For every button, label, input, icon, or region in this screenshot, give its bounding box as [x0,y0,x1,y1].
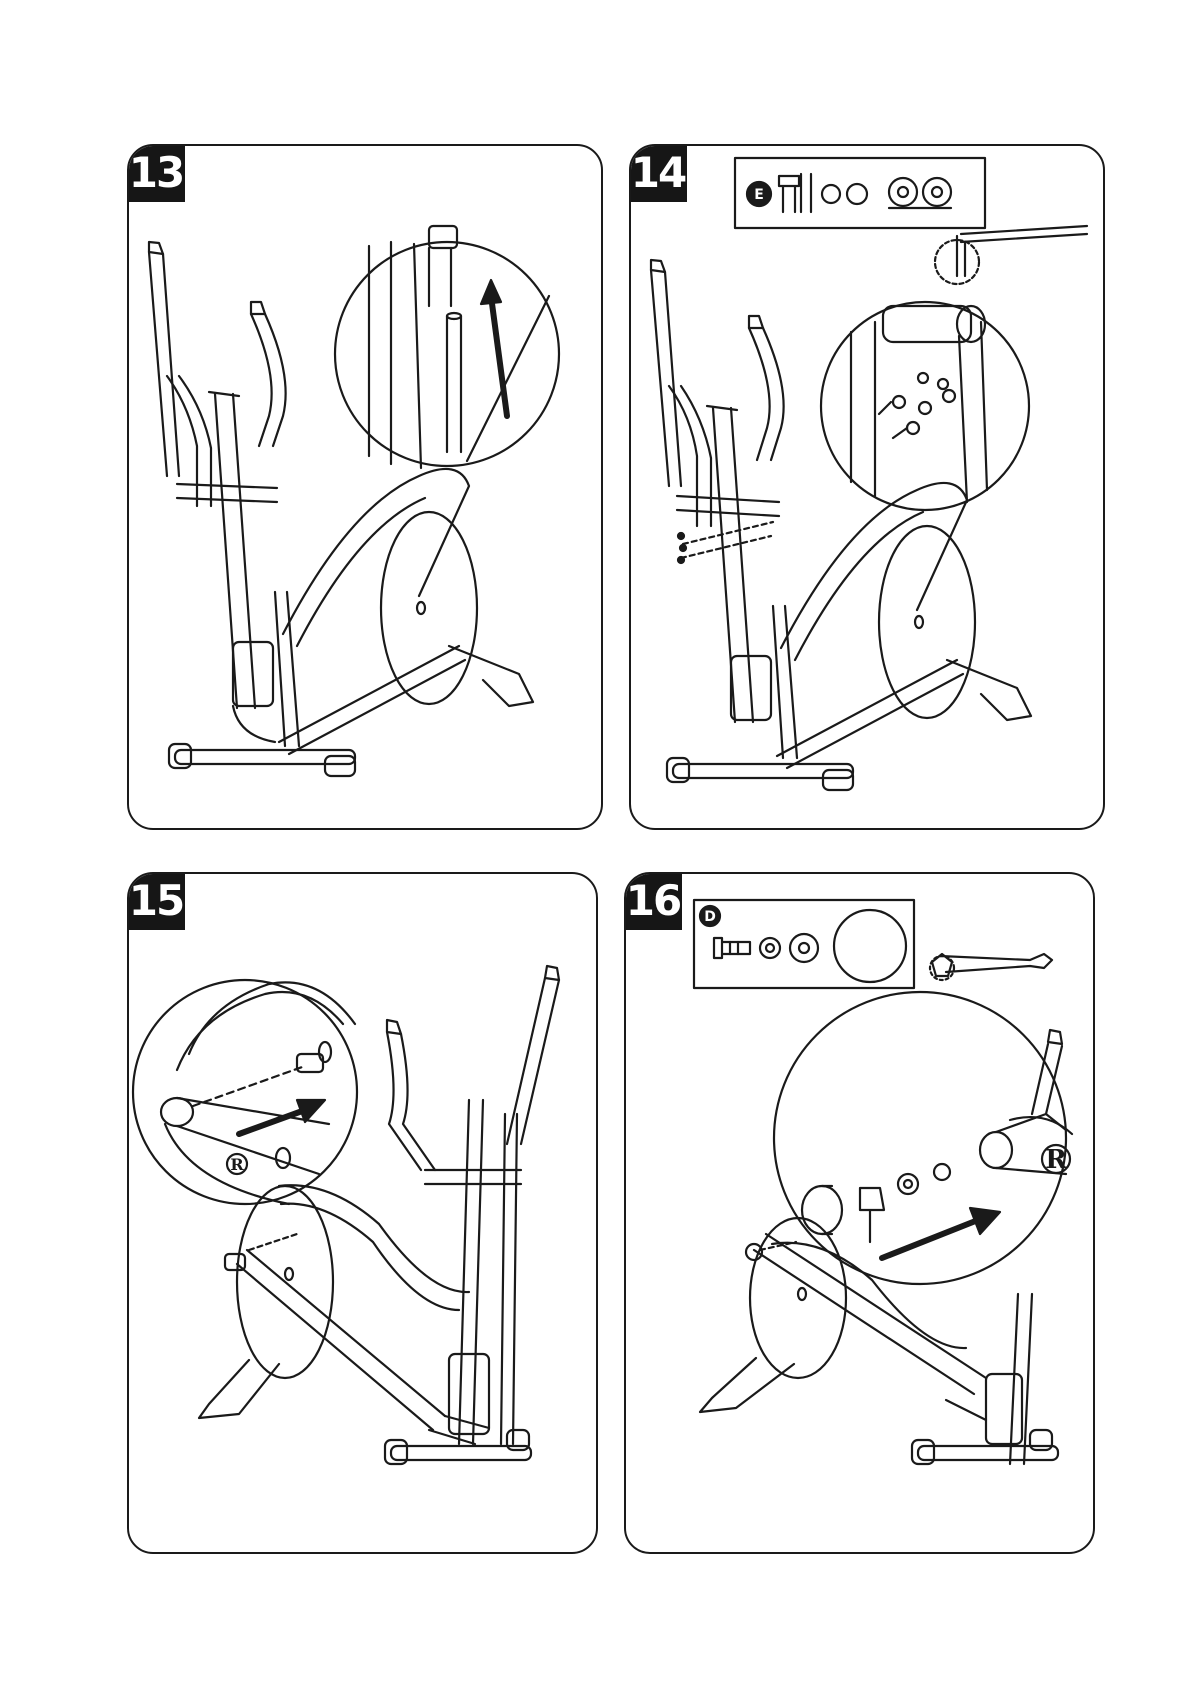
step-13-illustration [129,146,603,830]
step-13-machine [149,242,533,776]
step-15-panel: 15 R [127,872,598,1554]
step-16-illustration: D R [626,874,1095,1554]
step-14-detail-circle [821,302,1029,510]
step-16-panel: 16 D [624,872,1095,1554]
step-13-detail-circle [335,226,559,468]
hardware-d-label: D [704,909,716,925]
washer-icon [760,938,780,958]
step-14-allen-key-icon [935,226,1087,284]
hardware-e-label: E [754,187,764,203]
mark-r-label: R [230,1155,244,1174]
step-16-hardware-box: D [694,900,914,988]
step-14-machine [651,260,1031,790]
step-16-detail-circle: R [774,992,1072,1284]
step-16-wrench-icon [930,954,1052,980]
washer-icon [822,185,840,203]
step-15-illustration: R [129,874,598,1554]
step-15-detail-circle: R [133,980,357,1204]
step-16-machine [700,1030,1062,1464]
step-14-illustration: E [631,146,1105,830]
step-14-hardware-box: E [735,158,985,228]
step-14-panel: 14 E [629,144,1105,830]
step-13-panel: 13 [127,144,603,830]
step-15-machine [199,966,559,1464]
bolt-icon [714,938,750,958]
end-cap-icon [834,910,906,982]
bolt-icon [779,176,799,212]
